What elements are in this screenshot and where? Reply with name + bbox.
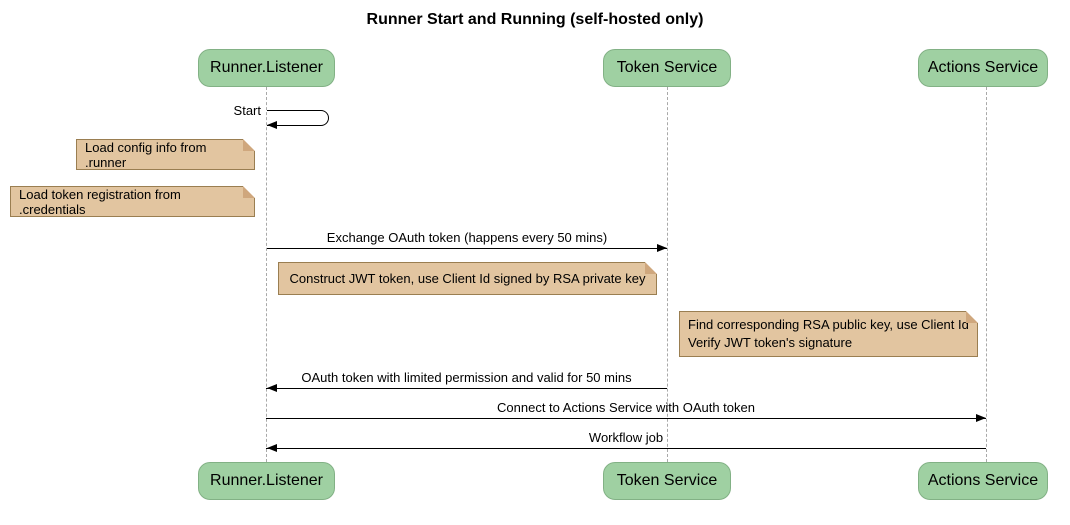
message-start-loop xyxy=(267,110,329,126)
message-exchange-label: Exchange OAuth token (happens every 50 m… xyxy=(326,230,608,245)
participant-token-service-bottom: Token Service xyxy=(603,462,731,500)
participant-label: Token Service xyxy=(616,59,718,76)
participant-runner-listener-top: Runner.Listener xyxy=(198,49,335,87)
participant-label: Runner.Listener xyxy=(210,59,323,76)
arrowhead-left-icon xyxy=(267,384,277,392)
participant-runner-listener-bottom: Runner.Listener xyxy=(198,462,335,500)
note-text: Construct JWT token, use Client Id signe… xyxy=(289,271,646,286)
note-load-config: Load config info from .runner xyxy=(76,139,255,170)
lifeline-runner-listener xyxy=(266,87,267,462)
participant-label: Token Service xyxy=(616,472,718,489)
note-verify-jwt: Find corresponding RSA public key, use C… xyxy=(679,311,978,357)
message-workflow-line xyxy=(266,448,986,449)
note-text: Load config info from .runner xyxy=(85,139,207,170)
note-load-token-registration: Load token registration from .credential… xyxy=(10,186,255,217)
arrowhead-right-icon xyxy=(976,414,986,422)
participant-token-service-top: Token Service xyxy=(603,49,731,87)
message-oauth-return-line xyxy=(266,388,667,389)
note-text-line2: Verify JWT token's signature xyxy=(688,335,853,350)
participant-label: Actions Service xyxy=(927,59,1039,76)
arrowhead-left-icon xyxy=(267,121,277,129)
note-construct-jwt: Construct JWT token, use Client Id signe… xyxy=(278,262,657,295)
lifeline-actions-service xyxy=(986,87,987,462)
note-text-line1: Find corresponding RSA public key, use C… xyxy=(688,317,969,332)
message-oauth-return-label: OAuth token with limited permission and … xyxy=(301,370,632,385)
message-exchange-line xyxy=(267,248,667,249)
message-start-label: Start xyxy=(233,103,261,118)
arrowhead-left-icon xyxy=(267,444,277,452)
arrowhead-right-icon xyxy=(657,244,667,252)
participant-actions-service-top: Actions Service xyxy=(918,49,1048,87)
diagram-title: Runner Start and Running (self-hosted on… xyxy=(366,11,704,28)
participant-label: Actions Service xyxy=(927,472,1039,489)
lifeline-token-service xyxy=(667,87,668,462)
message-workflow-label: Workflow job xyxy=(588,430,664,445)
note-text: Load token registration from .credential… xyxy=(19,186,181,217)
message-connect-line xyxy=(266,418,986,419)
participant-actions-service-bottom: Actions Service xyxy=(918,462,1048,500)
message-connect-label: Connect to Actions Service with OAuth to… xyxy=(497,400,755,415)
participant-label: Runner.Listener xyxy=(210,472,323,489)
